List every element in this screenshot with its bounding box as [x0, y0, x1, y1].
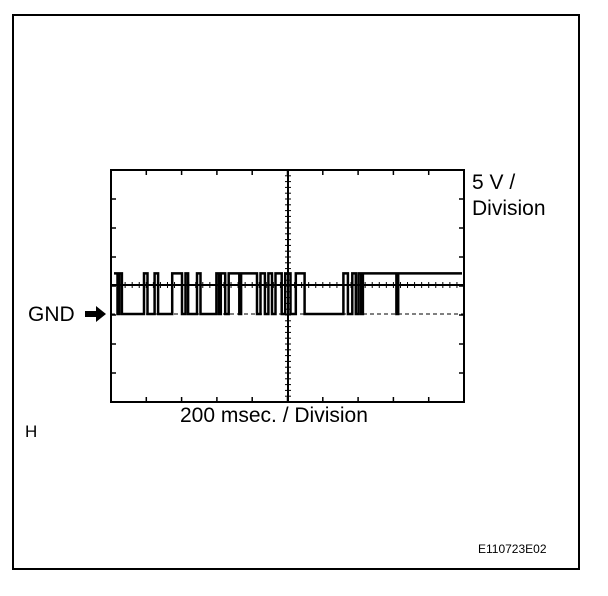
- voltage-label-line-1: 5 V /: [472, 171, 516, 194]
- oscilloscope-screen: [110, 169, 466, 404]
- signal-waveform: [114, 272, 462, 316]
- voltage-label-line-2: Division: [472, 197, 546, 220]
- figure-marker-letter: H: [25, 422, 38, 441]
- voltage-per-division-label: 5 V / Division: [472, 170, 546, 222]
- figure-frame: [12, 14, 580, 570]
- time-per-division-label: 200 msec. / Division: [180, 404, 368, 427]
- oscilloscope-graticule: [110, 169, 465, 403]
- gnd-label: GND: [28, 303, 75, 326]
- figure-code: E110723E02: [478, 542, 547, 556]
- gnd-arrow-icon: [85, 306, 106, 322]
